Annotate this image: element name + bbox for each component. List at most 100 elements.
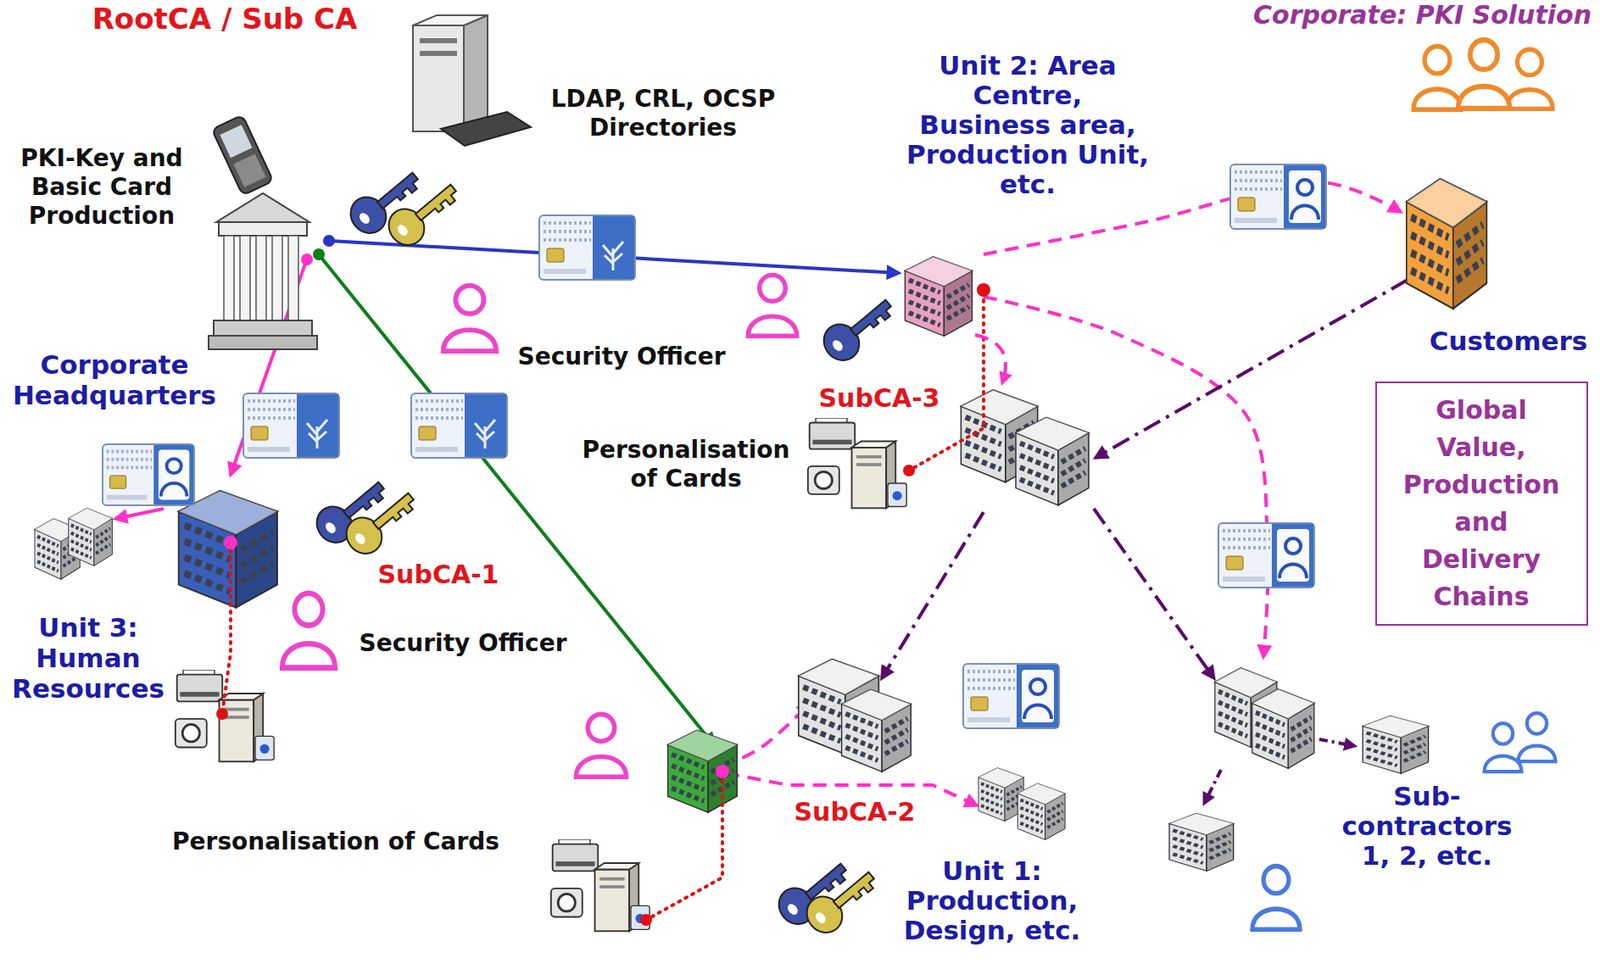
label-slot: Personalisation of Cards [571,435,801,494]
text-slot: PKI-Key and Basic Card Production [4,144,200,231]
smart-card [411,393,508,458]
root-ca-region: RootCA / Sub CAPKI-Key and Basic Card Pr… [152,72,552,317]
card-printer-set [175,669,274,762]
officer-icon [575,714,626,778]
link-dot [323,234,335,247]
node-label: Unit 3: Human Resources [3,612,173,704]
dotted-link [646,773,723,920]
node-label: SubCA-1 [366,559,511,591]
id-card [963,663,1060,729]
customer-icon [1413,46,1461,111]
node-label: SubCA-3 [807,383,952,414]
dashdot-arrow [1319,739,1355,747]
subca-building: SubCA-1 [163,474,296,613]
id-card [1230,164,1327,229]
node-label: Sub-contractors 1, 2, etc. [1332,781,1523,871]
building-icon [68,507,113,566]
subca-region: SubCA-2 [561,719,930,975]
region-ellipse [1142,702,1600,954]
unit-region: Unit 2: Area Centre, Business area, Prod… [795,290,1123,515]
root-ca-building [208,193,318,350]
node-label: Corporate Headquarters [0,349,229,411]
building-icon [1169,813,1234,871]
label-slot: Personalisation of Cards [140,827,531,857]
region-outline [561,719,930,975]
key-icon [381,173,466,253]
region-ellipse [561,719,930,975]
annotation-label: Security Officer [335,629,591,658]
customer-icon [1458,39,1511,109]
pediment [216,193,310,223]
dashed-arrow [975,334,1006,384]
label-slot: LDAP, CRL, OCSP Directories [535,84,791,143]
subca-building-icon [668,730,738,813]
building-icon [1015,417,1089,506]
directory-server [412,15,531,146]
server-slot [419,50,458,56]
text-slot: Sub-contractors 1, 2, etc. [1332,781,1523,871]
annotation-label: LDAP, CRL, OCSP Directories [535,84,791,143]
card-printer-set [551,839,650,932]
node-label: Customers [1423,325,1594,357]
people-icon [1518,713,1556,762]
column [272,235,283,321]
text-slot: Unit 1: Production, Design, etc. [894,856,1090,946]
column [256,235,267,321]
building-icon [1362,715,1428,774]
label-slot: Security Officer [494,342,749,372]
server-side [463,15,488,132]
region-ellipse [1332,138,1600,352]
text-slot: SubCA-1 [366,559,511,591]
id-card [102,444,195,506]
node-label: SubCA-2 [782,797,927,828]
text-slot: Customers [1423,325,1594,357]
people-icon [1484,723,1522,772]
connector-arrow [881,512,984,679]
smart-card [539,215,636,280]
link-dot [640,914,653,926]
connector-arrow [115,508,164,519]
officer-icon [747,274,798,336]
annotation-label: Personalisation of Cards [140,827,531,857]
subca-building-icon [178,490,278,608]
subcontractor-region: Sub-contractors 1, 2, etc. [1142,652,1600,954]
id-card [1218,523,1315,588]
base [213,320,313,336]
connector-arrow [983,296,1269,658]
link-dot [312,248,325,261]
annotation-label: Personalisation of Cards [571,435,801,494]
link-dot [301,253,313,266]
node-label: Unit 2: Area Centre, Business area, Prod… [903,50,1152,200]
text-slot: Corporate Headquarters [0,349,229,411]
column [288,235,299,321]
building-icon [1017,783,1065,840]
dotted-link [222,542,231,714]
server-top [412,15,488,26]
node-label: RootCA / Sub CA [63,1,386,37]
column [239,235,251,321]
text-slot: Global Value, Production and Delivery Ch… [1399,391,1565,616]
server-slot [419,38,458,44]
region-outline [152,72,552,317]
region-outline [1142,652,1600,954]
text-slot: Unit 2: Area Centre, Business area, Prod… [903,50,1152,200]
officer-icon [282,593,335,669]
entablature [218,222,307,236]
customer-icon [1506,49,1553,109]
card-printer-set [808,418,907,508]
phone-screen [219,124,252,158]
text-slot: RootCA / Sub CA [63,1,386,37]
link-dot [715,764,730,779]
node-label: Unit 1: Production, Design, etc. [894,856,1090,946]
dashdot-arrow [1204,769,1221,804]
officer-icon [443,285,497,352]
building-icon [978,768,1024,822]
text-slot: SubCA-3 [807,383,952,414]
region-outline [1332,138,1600,352]
phone-keypad [233,154,266,188]
key-icon [799,861,884,941]
region-ellipse [795,290,1123,515]
connector-arrow [1093,508,1215,679]
link-dot [903,464,915,477]
